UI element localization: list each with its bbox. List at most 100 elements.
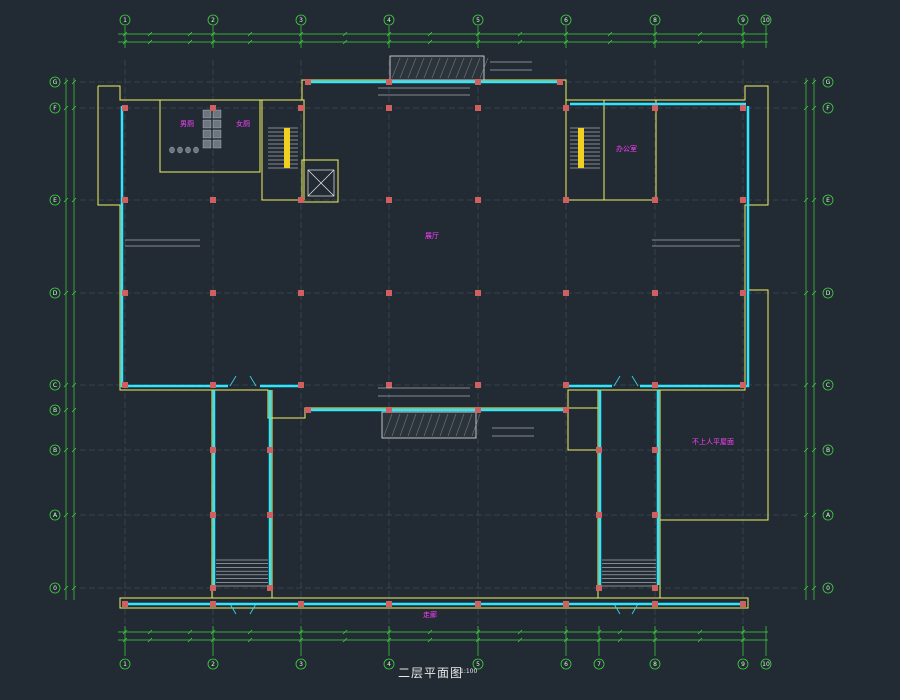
axis-bubble-bottom-8-label: 8 xyxy=(653,661,657,668)
column xyxy=(210,290,216,296)
column xyxy=(122,601,128,607)
axis-bubble-bottom-4-label: 4 xyxy=(387,661,391,668)
column xyxy=(210,382,216,388)
toilet-stall xyxy=(202,139,212,149)
column xyxy=(652,290,658,296)
axis-bubble-left-A-label: A xyxy=(53,512,58,519)
axis-bubble-left-F: F xyxy=(49,102,61,114)
column xyxy=(386,382,392,388)
room-label-hall: 展厅 xyxy=(425,232,439,240)
column xyxy=(386,601,392,607)
column xyxy=(267,447,273,453)
column xyxy=(652,105,658,111)
column xyxy=(596,512,602,518)
sink xyxy=(193,146,199,154)
drawing-scale: 1:100 xyxy=(460,668,478,675)
room-label-corridor: 走廊 xyxy=(423,610,437,619)
column xyxy=(557,79,563,85)
elevator-shaft xyxy=(307,169,335,197)
axis-bubble-right-0: 0 xyxy=(822,582,834,594)
column xyxy=(210,585,216,591)
axis-bubble-top-8: 8 xyxy=(649,14,661,26)
column xyxy=(740,105,746,111)
sink xyxy=(169,146,175,154)
axis-bubble-right-F-label: F xyxy=(826,105,830,112)
column xyxy=(563,197,569,203)
axis-bubble-top-4-label: 4 xyxy=(387,17,391,24)
room-label-wc-1: 男厕 xyxy=(180,120,194,128)
column xyxy=(298,197,304,203)
column xyxy=(386,197,392,203)
axis-bubble-bottom-5-label: 5 xyxy=(476,661,480,668)
axis-bubble-left-0: 0 xyxy=(49,582,61,594)
column xyxy=(740,197,746,203)
column xyxy=(298,382,304,388)
axis-bubble-bottom-6: 6 xyxy=(560,658,572,670)
axis-bubble-top-1: 1 xyxy=(119,14,131,26)
toilet-fixtures xyxy=(169,109,222,154)
sink xyxy=(185,146,191,154)
axis-bubble-left-E: E xyxy=(49,194,61,206)
axis-bubble-bottom-6-label: 6 xyxy=(564,661,568,668)
column xyxy=(563,407,569,413)
column xyxy=(652,382,658,388)
column xyxy=(386,79,392,85)
axis-bubble-right-A-label: A xyxy=(826,512,831,519)
axis-bubble-right-A: A xyxy=(822,509,834,521)
column xyxy=(267,512,273,518)
axis-bubble-left-D: D xyxy=(49,287,61,299)
toilet-stall xyxy=(212,119,222,129)
column xyxy=(652,197,658,203)
stairs xyxy=(216,127,656,587)
column xyxy=(210,197,216,203)
axis-bubble-left-G-label: G xyxy=(53,79,58,86)
room-label-room-se: 不上人平屋面 xyxy=(692,437,734,446)
axis-bubble-top-4: 4 xyxy=(383,14,395,26)
column xyxy=(210,512,216,518)
column xyxy=(298,601,304,607)
toilet-stall xyxy=(212,139,222,149)
axis-bubble-bottom-2: 2 xyxy=(207,658,219,670)
column xyxy=(740,601,746,607)
axis-bubble-bottom-7-label: 7 xyxy=(597,661,601,668)
column xyxy=(386,105,392,111)
axis-bubble-bottom-1-label: 1 xyxy=(123,661,127,668)
column xyxy=(563,105,569,111)
axis-bubble-left-C: C xyxy=(49,379,61,391)
axis-bubble-top-3: 3 xyxy=(295,14,307,26)
axis-bubble-top-5: 5 xyxy=(472,14,484,26)
column xyxy=(475,601,481,607)
column xyxy=(210,447,216,453)
axis-bubble-right-E-label: E xyxy=(826,197,830,204)
axis-bubble-left-A: A xyxy=(49,509,61,521)
axis-bubble-bottom-10-label: 10 xyxy=(762,661,770,668)
axis-bubble-right-E: E xyxy=(822,194,834,206)
axis-bubble-right-B-label: B xyxy=(826,447,830,454)
column xyxy=(596,585,602,591)
column xyxy=(386,290,392,296)
axis-bubble-top-10: 10 xyxy=(760,14,772,26)
axis-bubble-bottom-1: 1 xyxy=(119,658,131,670)
axis-bubble-bottom-9: 9 xyxy=(737,658,749,670)
axis-bubble-left-D-label: D xyxy=(53,290,58,297)
column xyxy=(563,382,569,388)
axis-bubble-bottom-3-label: 3 xyxy=(299,661,303,668)
toilet-stall xyxy=(202,129,212,139)
axis-bubble-top-6-label: 6 xyxy=(564,17,568,24)
column xyxy=(267,585,273,591)
column xyxy=(475,79,481,85)
room-label-office-ne: 办公室 xyxy=(616,144,637,153)
axis-bubble-right-C: C xyxy=(822,379,834,391)
axis-bubble-right-G: G xyxy=(822,76,834,88)
door-swings xyxy=(229,375,639,615)
axis-bubble-top-5-label: 5 xyxy=(476,17,480,24)
annotation-marks xyxy=(125,61,740,437)
axis-bubble-right-D-label: D xyxy=(826,290,831,297)
axis-bubble-left-B: B xyxy=(49,444,61,456)
drawing-title: 二层平面图 xyxy=(398,666,464,680)
column xyxy=(210,601,216,607)
column xyxy=(652,447,658,453)
structural-columns xyxy=(122,79,746,607)
column xyxy=(475,197,481,203)
